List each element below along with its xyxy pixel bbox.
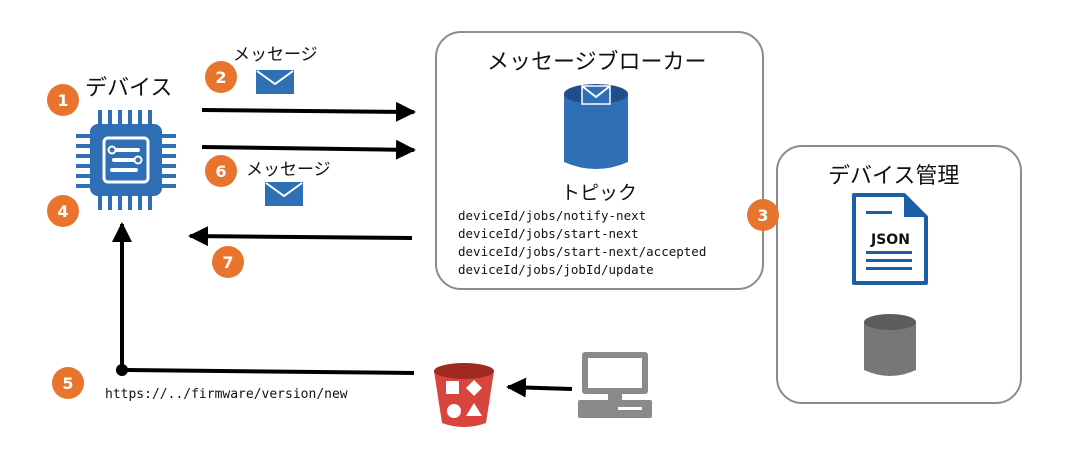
computer-to-s3-arrow	[506, 377, 573, 398]
device-label: デバイス	[85, 76, 173, 101]
step-badge-2: 2	[205, 61, 237, 93]
topic-label: トピック	[561, 182, 638, 204]
device-to-broker-arrow	[201, 101, 416, 122]
firmware-download-connector	[112, 222, 415, 375]
database-icon	[861, 312, 919, 386]
computer-icon	[578, 352, 652, 424]
step-badge-1: 1	[47, 84, 79, 116]
broker-to-device-arrow	[188, 226, 413, 247]
step-badge-6: 6	[205, 155, 237, 187]
message-label-bottom: メッセージ	[246, 160, 331, 180]
connector-dot	[116, 364, 128, 376]
topic-bucket-icon	[560, 82, 632, 178]
json-document-icon	[852, 193, 928, 289]
topic-list-item: deviceId/jobs/start-next	[458, 226, 639, 241]
s3-bucket-icon	[432, 361, 496, 433]
json-label: JSON	[871, 232, 910, 248]
firmware-url: https://../firmware/version/new	[105, 387, 348, 402]
step-badge-4: 4	[47, 195, 79, 227]
device-to-broker-arrow	[201, 139, 416, 160]
device-chip-icon	[76, 110, 176, 210]
message-label-top: メッセージ	[233, 45, 318, 65]
topic-list-item: deviceId/jobs/start-next/accepted	[458, 244, 707, 259]
envelope-icon	[265, 182, 303, 210]
envelope-icon	[256, 70, 294, 98]
step-badge-3: 3	[747, 199, 779, 231]
device-management-title: デバイス管理	[828, 164, 960, 189]
step-badge-5: 5	[52, 367, 84, 399]
message-broker-title: メッセージブローカー	[487, 50, 707, 75]
topic-list-item: deviceId/jobs/jobId/update	[458, 262, 654, 277]
topic-list-item: deviceId/jobs/notify-next	[458, 208, 647, 223]
step-badge-7: 7	[212, 246, 244, 278]
